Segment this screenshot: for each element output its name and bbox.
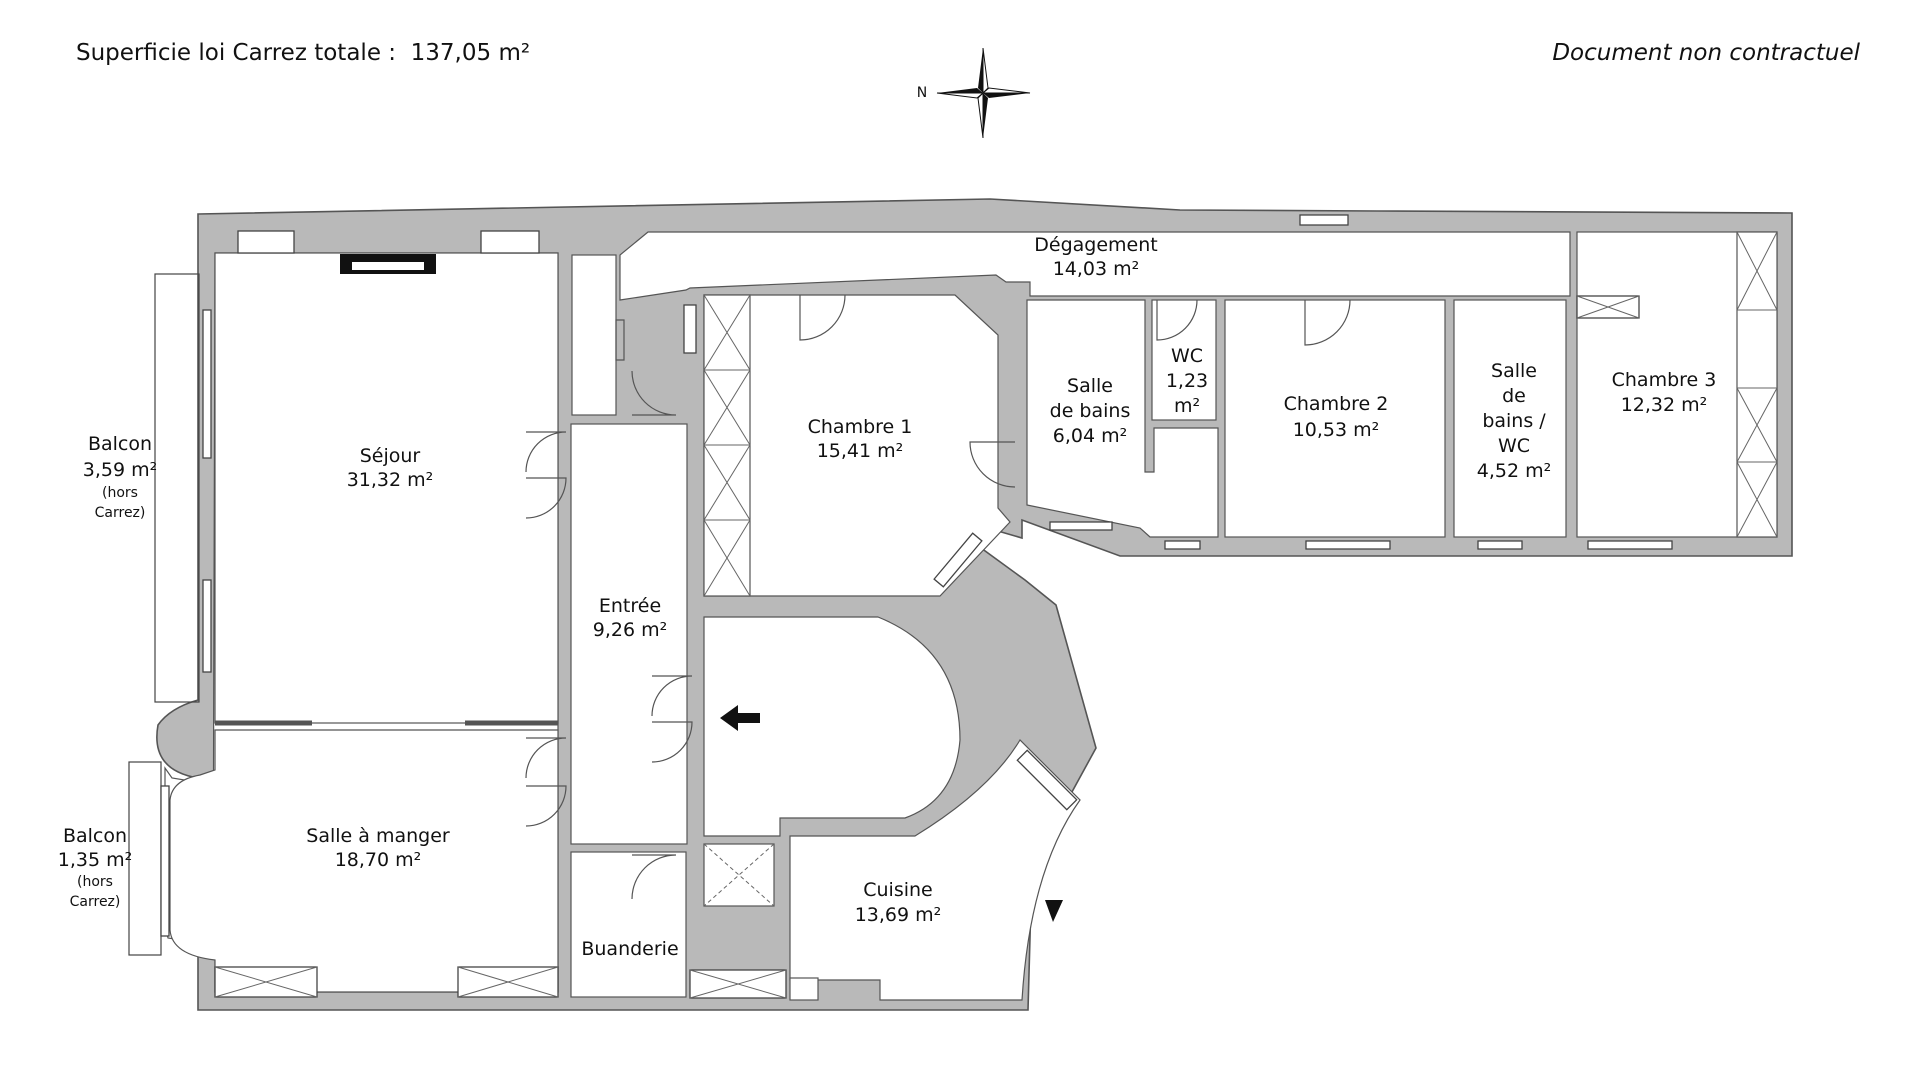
balcony-2 (128, 761, 162, 956)
room-salle-a-manger (169, 729, 559, 993)
window (480, 230, 540, 254)
label-chambre-1-name: Chambre 1 (808, 416, 913, 438)
window (1016, 749, 1078, 811)
door (525, 294, 1351, 900)
window (1299, 214, 1349, 226)
label-entree-area: 9,26 m² (593, 619, 667, 641)
balcony-1 (154, 273, 200, 703)
window (1305, 540, 1391, 550)
label-chambre-3-area: 12,32 m² (1621, 394, 1708, 416)
total-area-caption: Superficie loi Carrez totale : (76, 40, 397, 66)
room-entree (570, 423, 688, 845)
label-cuisine-name: Cuisine (863, 879, 933, 901)
label-sdb-wc-l2: de (1502, 385, 1526, 407)
label-chambre-2-area: 10,53 m² (1293, 419, 1380, 441)
label-salle-a-manger-area: 18,70 m² (335, 849, 422, 871)
window (933, 532, 983, 588)
label-wc-area-l2: m² (1174, 395, 1200, 417)
room-hall (703, 616, 961, 837)
label-cuisine-area: 13,69 m² (855, 904, 942, 926)
label-sejour-name: Séjour (360, 445, 421, 467)
label-chambre-3-name: Chambre 3 (1612, 369, 1717, 391)
label-balcon-1-note-l1: (hors (102, 485, 138, 501)
closet-chambre-3 (1736, 231, 1778, 538)
label-balcon-2-note-l1: (hors (77, 874, 113, 890)
label-balcon-1-name: Balcon (88, 433, 152, 455)
label-balcon-2-area: 1,35 m² (58, 849, 132, 871)
label-degagement-name: Dégagement (1034, 234, 1157, 256)
entrance-arrow-icon (720, 705, 760, 731)
room-salle-de-bains (1026, 299, 1219, 538)
arrow-icon (1045, 900, 1063, 922)
label-degagement-area: 14,03 m² (1053, 258, 1140, 280)
label-sdb-wc-area: 4,52 m² (1477, 460, 1551, 482)
room-sejour (214, 252, 559, 724)
room-degagement (619, 231, 1571, 301)
label-balcon-1-area: 3,59 m² (83, 459, 157, 481)
room-chambre-2 (1224, 299, 1446, 538)
window (202, 579, 212, 673)
total-area-label: Superficie loi Carrez totale : 137,05 m² (76, 40, 530, 66)
room-salle-de-bains-wc (1453, 299, 1567, 538)
label-chambre-2-name: Chambre 2 (1284, 393, 1389, 415)
room-buanderie (570, 851, 687, 998)
label-wc-area-l1: 1,23 (1166, 370, 1208, 392)
label-sejour-area: 31,32 m² (347, 469, 434, 491)
window (1477, 540, 1523, 550)
label-balcon-2-name: Balcon (63, 825, 127, 847)
total-area-value: 137,05 m² (410, 40, 531, 66)
label-chambre-1-area: 15,41 m² (817, 440, 904, 462)
disclaimer-text: Document non contractuel (1552, 40, 1860, 66)
compass-north-letter: N (917, 85, 927, 101)
window (202, 309, 212, 459)
window (1164, 540, 1201, 550)
room-cuisine (789, 739, 1081, 1001)
label-sdb-wc-l4: WC (1498, 435, 1530, 457)
label-sdb-wc-l3: bains / (1482, 410, 1546, 432)
label-salle-de-bains-l1: Salle (1067, 375, 1113, 397)
compass-rose-icon: N (917, 47, 1031, 139)
label-buanderie-name: Buanderie (581, 938, 678, 960)
window (1049, 521, 1113, 531)
label-entree-name: Entrée (599, 595, 661, 617)
window (237, 230, 295, 254)
label-salle-a-manger-name: Salle à manger (306, 825, 450, 847)
label-wc-name: WC (1171, 345, 1203, 367)
label-balcon-1-note-l2: Carrez) (95, 505, 146, 521)
label-salle-de-bains-l2: de bains (1050, 400, 1131, 422)
room-wc (1151, 299, 1217, 421)
window (683, 304, 697, 354)
window (160, 785, 170, 937)
label-salle-de-bains-area: 6,04 m² (1053, 425, 1127, 447)
label-balcon-2-note-l2: Carrez) (70, 894, 121, 910)
label-sdb-wc-l1: Salle (1491, 360, 1537, 382)
room-labels: Dégagement 14,03 m² Séjour 31,32 m² Sall… (58, 234, 1717, 960)
closet (571, 254, 617, 416)
window (1587, 540, 1673, 550)
